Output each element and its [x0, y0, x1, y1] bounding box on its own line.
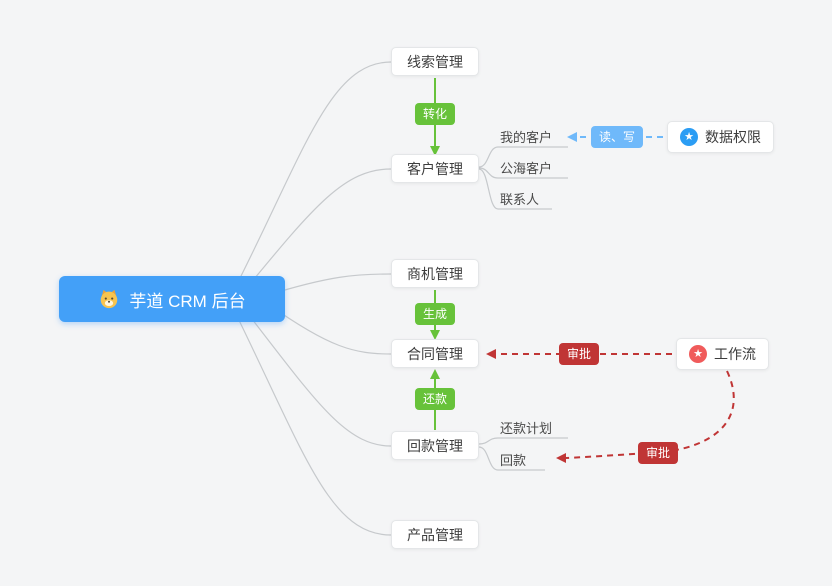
node-label: 工作流 — [714, 346, 756, 362]
node-workflow[interactable]: ★ 工作流 — [676, 338, 769, 370]
node-contract-management[interactable]: 合同管理 — [391, 339, 479, 368]
star-icon: ★ — [689, 345, 707, 363]
node-label: 商机管理 — [407, 265, 463, 282]
read-write-badge[interactable]: 读、写 — [590, 126, 644, 148]
node-receivable-management[interactable]: 回款管理 — [391, 431, 479, 460]
central-node-label: 芋道 CRM 后台 — [129, 291, 246, 311]
branch-curve-contract — [267, 303, 392, 355]
child-receipt[interactable]: 回款 — [500, 453, 527, 468]
central-node-crm-backend[interactable]: 芋道 CRM 后台 — [59, 276, 285, 322]
branch-curve-product — [234, 311, 392, 536]
child-connector-receipt — [478, 446, 545, 471]
approve-contract-arrowhead — [486, 349, 496, 359]
node-label: 合同管理 — [407, 345, 463, 362]
branch-curve-receivable — [244, 309, 392, 447]
approve-receivable-arrow-line — [565, 370, 735, 459]
generate-badge[interactable]: 生成 — [414, 303, 456, 325]
node-label: 数据权限 — [705, 129, 761, 145]
node-label: 客户管理 — [407, 160, 463, 177]
convert-badge[interactable]: 转化 — [414, 103, 456, 125]
node-customer-management[interactable]: 客户管理 — [391, 154, 479, 183]
node-lead-management[interactable]: 线索管理 — [391, 47, 479, 76]
approve-receivable-arrowhead — [556, 453, 566, 463]
child-connector-repay-plan — [478, 437, 568, 445]
child-connector-my-customer — [478, 146, 568, 168]
child-connector-contact — [478, 168, 552, 210]
node-data-permission[interactable]: ★ 数据权限 — [667, 121, 774, 153]
child-public-customer[interactable]: 公海客户 — [500, 161, 553, 176]
branch-curve-customer — [244, 168, 392, 291]
star-icon: ★ — [680, 128, 698, 146]
branch-curve-opportunity — [267, 273, 392, 296]
child-my-customer[interactable]: 我的客户 — [500, 130, 553, 145]
node-label: 产品管理 — [407, 526, 463, 543]
generate-arrowhead — [430, 330, 440, 340]
node-opportunity-management[interactable]: 商机管理 — [391, 259, 479, 288]
node-product-management[interactable]: 产品管理 — [391, 520, 479, 549]
node-label: 线索管理 — [407, 53, 463, 70]
branch-curve-lead — [234, 61, 392, 289]
approve-receivable-badge[interactable]: 审批 — [637, 442, 679, 464]
approve-contract-badge[interactable]: 审批 — [558, 343, 600, 365]
repay-arrowhead — [430, 369, 440, 379]
child-connector-public-customer — [478, 167, 568, 179]
child-repay-plan[interactable]: 还款计划 — [500, 421, 553, 436]
repay-badge[interactable]: 还款 — [414, 388, 456, 410]
dog-mascot-icon — [98, 288, 120, 310]
convert-arrowhead — [430, 146, 440, 156]
read-write-arrowhead — [567, 132, 577, 142]
node-label: 回款管理 — [407, 437, 463, 454]
child-contact[interactable]: 联系人 — [500, 192, 540, 207]
